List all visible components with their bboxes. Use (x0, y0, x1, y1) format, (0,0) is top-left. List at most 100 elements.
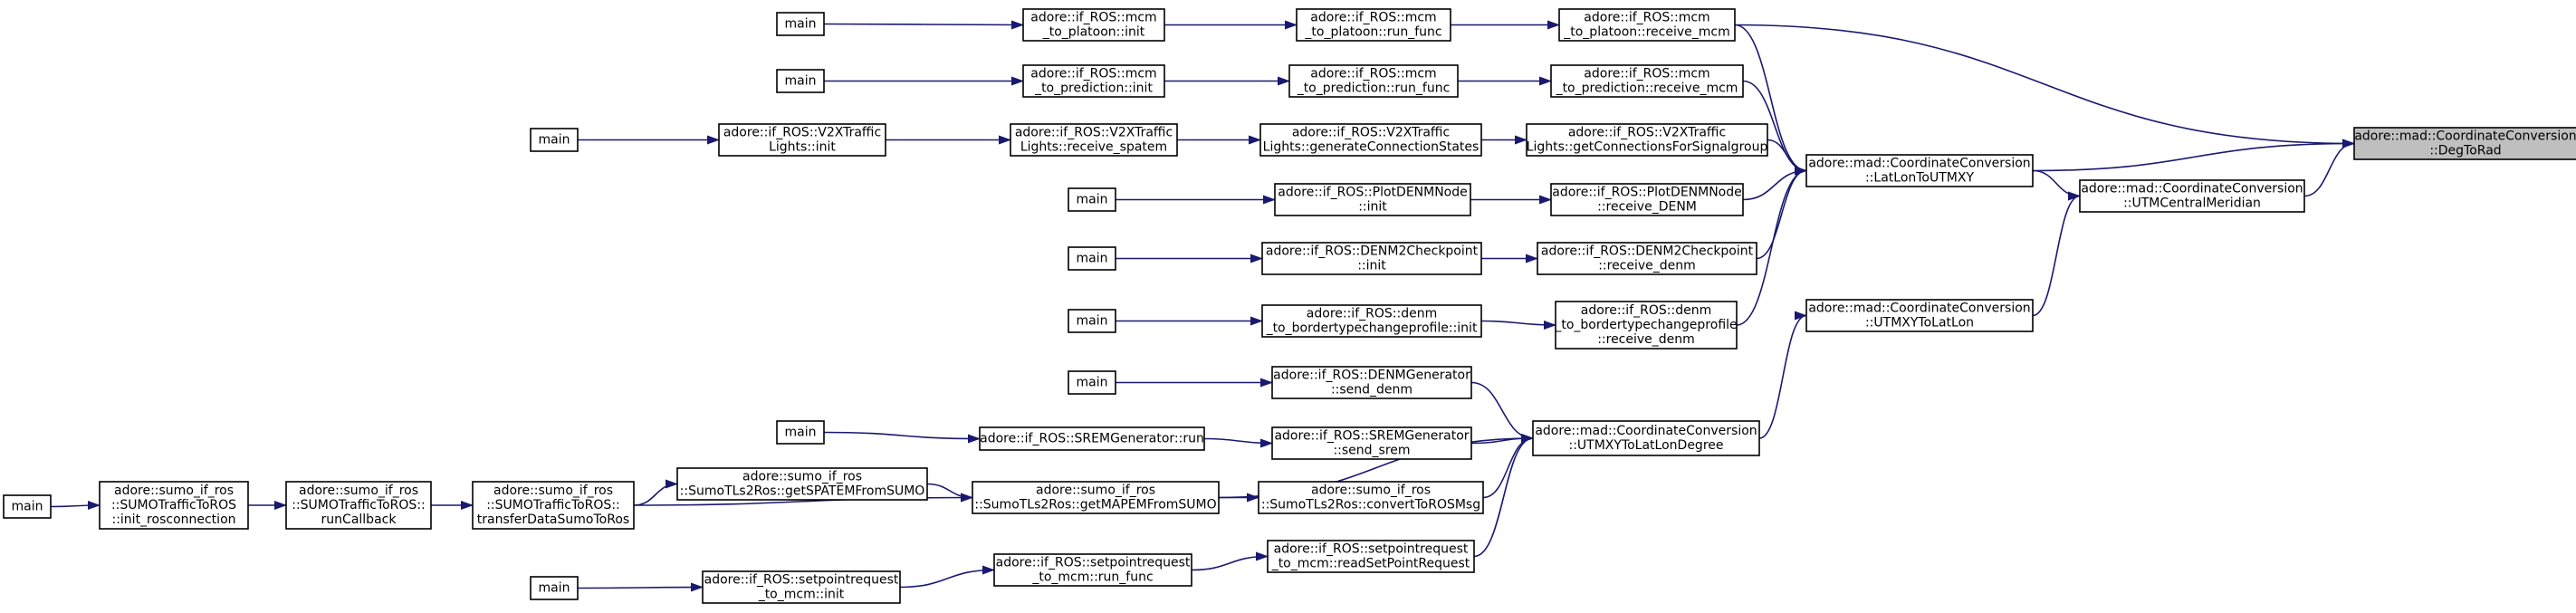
node-n_pd_init[interactable]: adore::if_ROS::PlotDENMNode::init (1274, 183, 1471, 216)
node-label: adore::if_ROS::DENM2Checkpoint (1541, 244, 1754, 259)
node-n_v_recv[interactable]: adore::if_ROS::V2XTrafficLights::receive… (1010, 123, 1178, 157)
node-n_utmcm[interactable]: adore::mad::CoordinateConversion::UTMCen… (2079, 179, 2305, 213)
node-label: Lights::getConnectionsForSignalgroup (1527, 140, 1768, 155)
node-label: _to_prediction::run_func (1297, 81, 1451, 96)
edge-n_db_init-to-n_db_recv (1480, 320, 1556, 330)
node-box (1805, 154, 2034, 187)
node-label: adore::sumo_if_ros (1036, 484, 1155, 498)
node-n_latlon[interactable]: adore::mad::CoordinateConversion::LatLon… (1805, 154, 2034, 187)
node-label: ::receive_denm (1597, 332, 1695, 347)
node-label: main (1077, 376, 1108, 390)
node-n_pd_recv[interactable]: adore::if_ROS::PlotDENMNode::receive_DEN… (1550, 183, 1744, 216)
node-label: adore::if_ROS::denm (1581, 303, 1711, 318)
edge-n_utmcm-to-n_deg (2303, 139, 2355, 197)
node-n_dg_send[interactable]: adore::if_ROS::DENMGenerator::send_denm (1271, 366, 1472, 399)
edge-m9-to-n_s_initros (50, 501, 101, 511)
node-label: _to_prediction::init (1034, 81, 1153, 96)
node-label: adore::sumo_if_ros (299, 484, 418, 498)
node-n_v_gen[interactable]: adore::if_ROS::V2XTrafficLights::generat… (1259, 123, 1482, 157)
node-n_p_recv[interactable]: adore::if_ROS::mcm_to_platoon::receive_m… (1558, 8, 1736, 42)
node-label: adore::if_ROS::V2XTraffic (1568, 126, 1726, 140)
node-n_p_run[interactable]: adore::if_ROS::mcm_to_platoon::run_func (1296, 8, 1451, 42)
node-m7[interactable]: main (1068, 370, 1116, 395)
node-m8[interactable]: main (776, 420, 825, 445)
node-label: adore::if_ROS::DENM2Checkpoint (1266, 244, 1479, 259)
edge-n_s_spat-to-n_s_map (926, 483, 973, 503)
node-m6[interactable]: main (1068, 309, 1116, 333)
node-label: adore::if_ROS::setpointrequest (704, 573, 899, 588)
node-n_pr_run[interactable]: adore::if_ROS::mcm_to_prediction::run_fu… (1288, 64, 1459, 98)
node-n_dc_init[interactable]: adore::if_ROS::DENM2Checkpoint::init (1261, 242, 1482, 275)
node-label: adore::if_ROS::SREMGenerator::run (980, 432, 1204, 446)
node-n_pr_init[interactable]: adore::if_ROS::mcm_to_prediction::init (1022, 64, 1165, 98)
node-box (2353, 127, 2576, 160)
node-box (676, 467, 928, 501)
edge-n_sp_run-to-n_sp_read (1191, 551, 1269, 571)
node-label: adore::mad::CoordinateConversion (1535, 424, 1757, 438)
node-n_utmxy2lld[interactable]: adore::mad::CoordinateConversion::UTMXYT… (1532, 420, 1760, 456)
node-m2[interactable]: main (776, 69, 825, 93)
node-box (1068, 246, 1116, 271)
node-label: ::init (1358, 200, 1387, 215)
node-n_sp_init[interactable]: adore::if_ROS::setpointrequest_to_mcm::i… (702, 570, 901, 604)
node-label: Lights::generateConnectionStates (1263, 140, 1480, 155)
node-label: adore::if_ROS::mcm (1584, 67, 1709, 81)
node-label: adore::mad::CoordinateConversion (2081, 182, 2303, 196)
node-m10[interactable]: main (530, 576, 579, 600)
node-label: adore::mad::CoordinateConversion (1808, 157, 2030, 171)
node-n_dc_recv[interactable]: adore::if_ROS::DENM2Checkpoint::receive_… (1537, 242, 1757, 275)
node-box (1068, 187, 1116, 212)
node-n_s_spat[interactable]: adore::sumo_if_ros::SumoTLs2Ros::getSPAT… (676, 467, 928, 501)
node-m5[interactable]: main (1068, 246, 1116, 271)
node-m4[interactable]: main (1068, 187, 1116, 212)
node-label: adore::if_ROS::V2XTraffic (723, 126, 881, 140)
node-label: main (539, 133, 570, 148)
node-label: adore::sumo_if_ros (114, 484, 234, 498)
node-label: ::receive_denm (1598, 259, 1696, 273)
node-n_s_map[interactable]: adore::sumo_if_ros::SumoTLs2Ros::getMAPE… (972, 481, 1220, 514)
node-n_s_conv[interactable]: adore::sumo_if_ros::SumoTLs2Ros::convert… (1258, 481, 1484, 514)
node-n_sp_read[interactable]: adore::if_ROS::setpointrequest_to_mcm::r… (1267, 540, 1475, 573)
node-n_db_recv[interactable]: adore::if_ROS::denm_to_bordertypechangep… (1554, 301, 1738, 350)
edge-n_s_transfer-to-n_s_spat (633, 479, 678, 506)
edge-n_utmxy2ll-to-n_utmcm (2032, 191, 2081, 317)
node-label: adore::if_ROS::DENMGenerator (1273, 369, 1470, 383)
node-label: adore::if_ROS::denm (1307, 307, 1437, 321)
node-box (1258, 481, 1484, 514)
node-label: ::SUMOTrafficToROS:: (292, 498, 426, 512)
node-n_sp_run[interactable]: adore::if_ROS::setpointrequest_to_mcm::r… (993, 553, 1192, 587)
node-m3[interactable]: main (530, 128, 579, 152)
node-label: _to_prediction::receive_mcm (1556, 81, 1738, 96)
node-m1[interactable]: main (776, 12, 825, 36)
node-n_s_runcb[interactable]: adore::sumo_if_ros::SUMOTrafficToROS::ru… (285, 481, 432, 530)
node-box (99, 481, 249, 530)
node-label: adore::if_ROS::PlotDENMNode (1278, 186, 1468, 200)
node-label: main (1077, 314, 1108, 329)
node-m9[interactable]: main (3, 494, 52, 519)
node-n_db_init[interactable]: adore::if_ROS::denm_to_bordertypechangep… (1261, 304, 1482, 338)
node-n_v_getconn[interactable]: adore::if_ROS::V2XTrafficLights::getConn… (1526, 123, 1768, 157)
node-box (1261, 304, 1482, 338)
node-label: runCallback (321, 512, 397, 527)
node-n_s_transfer[interactable]: adore::sumo_if_ros::SUMOTrafficToROS::tr… (472, 481, 635, 530)
node-n_sg_run[interactable]: adore::if_ROS::SREMGenerator::run (979, 426, 1205, 451)
node-box (1259, 123, 1482, 157)
node-n_utmxy2ll[interactable]: adore::mad::CoordinateConversion::UTMXYT… (1805, 299, 2034, 332)
node-box (1022, 8, 1165, 42)
node-label: ::init (1357, 259, 1386, 273)
edge-n_db_recv-to-n_latlon (1736, 166, 1807, 326)
edge-m10-to-n_sp_init (577, 582, 704, 592)
node-label: _to_platoon::init (1042, 25, 1145, 40)
root-node[interactable]: adore::mad::CoordinateConversion::DegToR… (2353, 127, 2576, 160)
node-box (1558, 8, 1736, 42)
node-label: main (785, 17, 817, 32)
node-box (776, 69, 825, 93)
node-n_pr_recv[interactable]: adore::if_ROS::mcm_to_prediction::receiv… (1550, 64, 1744, 98)
node-n_s_initros[interactable]: adore::sumo_if_ros::SUMOTrafficToROS::in… (99, 481, 249, 530)
edge-n_p_recv-to-n_latlon (1734, 24, 1807, 176)
node-box (1010, 123, 1178, 157)
node-n_sg_send[interactable]: adore::if_ROS::SREMGenerator::send_srem (1271, 426, 1472, 460)
node-label: Lights::init (769, 140, 836, 155)
node-n_p_init[interactable]: adore::if_ROS::mcm_to_platoon::init (1022, 8, 1165, 42)
